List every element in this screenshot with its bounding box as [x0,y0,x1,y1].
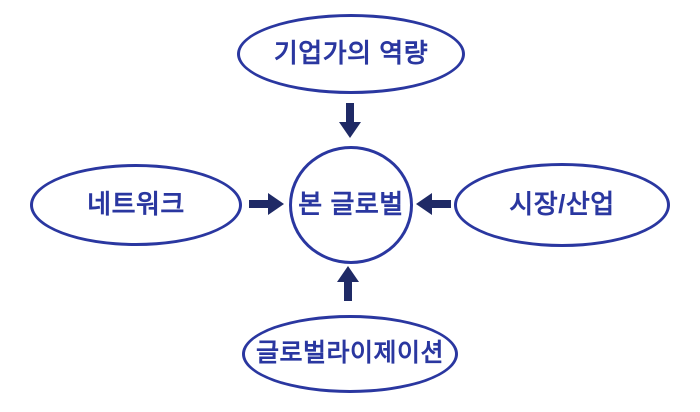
node-network-label: 네트워크 [87,189,185,219]
node-entrepreneur-capability-label: 기업가의 역량 [273,38,429,68]
node-entrepreneur-capability: 기업가의 역량 [237,14,465,94]
up-arrow-icon [337,266,359,301]
node-network: 네트워크 [30,164,242,246]
node-globalization-label: 글로벌라이제이션 [255,338,444,367]
node-market-industry: 시장/산업 [454,163,670,247]
right-arrow-icon [249,193,284,215]
node-born-global: 본 글로벌 [289,146,413,264]
node-market-industry-label: 시장/산업 [509,189,615,219]
node-globalization: 글로벌라이제이션 [242,315,458,393]
left-arrow-icon [416,193,451,215]
down-arrow-icon [339,103,361,138]
node-born-global-label: 본 글로벌 [298,189,404,219]
